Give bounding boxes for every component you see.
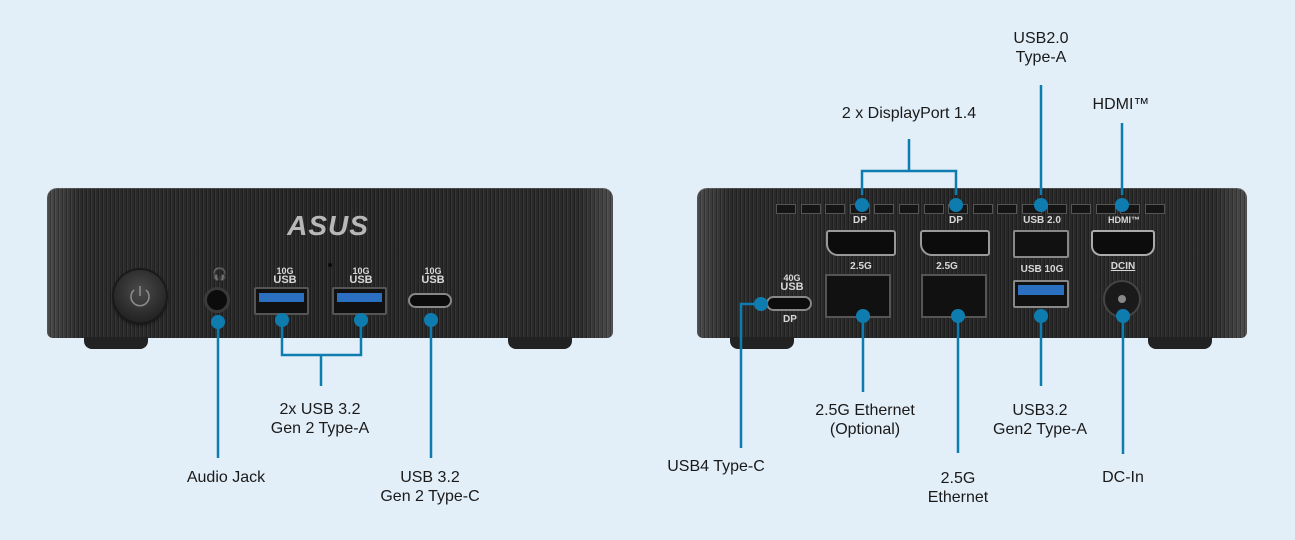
line-usb-a — [280, 320, 363, 386]
dcin-label: DCIN — [1110, 261, 1136, 272]
audio-jack[interactable] — [204, 287, 230, 313]
headset-icon: 🎧 — [212, 267, 227, 281]
callout-lan: 2.5G Ethernet — [927, 470, 989, 506]
dp-1-label: DP — [853, 215, 867, 226]
vent-slot — [776, 204, 796, 214]
line-dp — [860, 139, 958, 195]
hdmi-port[interactable] — [1091, 230, 1155, 256]
front-foot-left — [84, 337, 148, 349]
power-button[interactable] — [114, 270, 166, 322]
vent-slot — [1046, 204, 1067, 214]
usb-a-2-speed-label: 10G — [352, 266, 370, 276]
callout-usb2: USB2.0 Type-A — [1013, 30, 1069, 66]
usb32-port[interactable] — [1013, 280, 1069, 308]
usb-a-2-label: USB — [349, 274, 373, 286]
rear-foot-left — [730, 337, 794, 349]
dot-audio — [211, 315, 225, 329]
dot-dp-1 — [855, 198, 869, 212]
callout-usb4: USB4 Type-C — [667, 458, 765, 475]
asus-logo: ASUS — [287, 210, 369, 241]
usb2-label: USB 2.0 — [1023, 215, 1061, 226]
usb-a-1-speed-label: 10G — [276, 266, 294, 276]
dot-usb4 — [754, 297, 768, 311]
hdmi-label: HDMI™ — [1108, 215, 1140, 225]
vent-slot — [1095, 204, 1116, 214]
front-foot-right — [508, 337, 572, 349]
displayport-1[interactable] — [826, 230, 896, 256]
lan-2-label: 2.5G — [936, 261, 958, 272]
dot-lan2 — [951, 309, 965, 323]
dot-usb-c — [424, 313, 438, 327]
dot-lan1 — [856, 309, 870, 323]
power-icon — [130, 286, 150, 307]
usb-c-port[interactable] — [408, 293, 452, 308]
usb-a-1-label: USB — [273, 274, 297, 286]
vent-slot — [800, 204, 821, 214]
rear-foot-right — [1148, 337, 1212, 349]
lan-1-label: 2.5G — [850, 261, 872, 272]
vent-slot — [997, 204, 1018, 214]
callout-audio-jack: Audio Jack — [186, 469, 266, 486]
dot-dp-2 — [949, 198, 963, 212]
usb-c-label: USB — [421, 274, 445, 286]
displayport-2[interactable] — [920, 230, 990, 256]
usb-a-port-1[interactable] — [254, 287, 309, 315]
callout-displayport: 2 x DisplayPort 1.4 — [841, 105, 977, 122]
dot-usb-a-1 — [275, 313, 289, 327]
usb4-label: USB — [780, 281, 804, 293]
callout-usb32: USB3.2 Gen2 Type-A — [993, 402, 1087, 438]
line-usb4 — [739, 302, 761, 448]
dot-usb32 — [1034, 309, 1048, 323]
usb-c-speed-label: 10G — [424, 266, 442, 276]
vent-slot — [923, 204, 944, 214]
status-led — [328, 263, 332, 267]
vent-slot — [874, 204, 895, 214]
callout-usb-c: USB 3.2 Gen 2 Type-C — [380, 469, 480, 505]
usb2-port[interactable] — [1013, 230, 1069, 258]
callout-hdmi: HDMI™ — [1092, 96, 1150, 113]
callout-usb-a: 2x USB 3.2 Gen 2 Type-A — [270, 401, 370, 437]
dp-2-label: DP — [949, 215, 963, 226]
dot-usb-a-2 — [354, 313, 368, 327]
dot-hdmi — [1115, 198, 1129, 212]
usb4-speed-label: 40G — [783, 273, 801, 283]
vent-slot — [1071, 204, 1092, 214]
dot-dcin — [1116, 309, 1130, 323]
usb10g-label: USB 10G — [1020, 264, 1064, 275]
vent-slot — [1145, 204, 1165, 214]
callout-lan-optional: 2.5G Ethernet (Optional) — [815, 402, 915, 438]
vent-slot — [899, 204, 919, 214]
vent-slot — [972, 204, 993, 214]
dot-usb2 — [1034, 198, 1048, 212]
usb4-dp-label: DP — [783, 314, 797, 325]
callout-dcin: DC-In — [1102, 469, 1144, 486]
vent-slot — [825, 204, 846, 214]
